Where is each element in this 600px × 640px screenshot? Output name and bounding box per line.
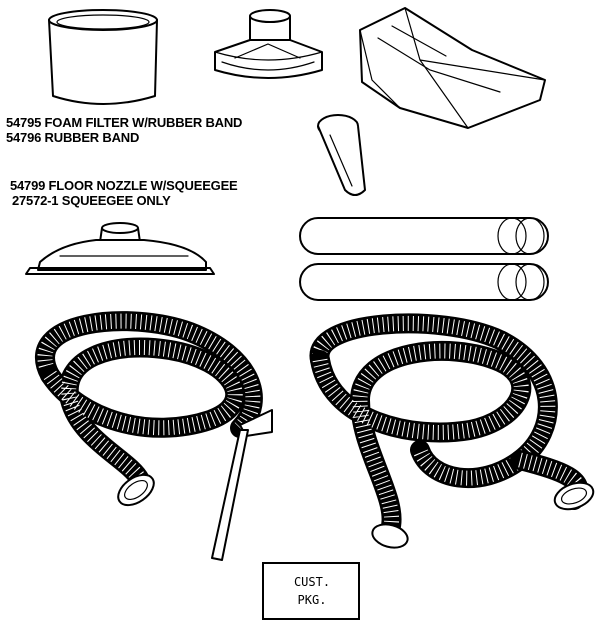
label-foam-filter: 54795 FOAM FILTER W/RUBBER BAND [6,115,243,130]
extension-wand-bottom [299,263,549,301]
foam-filter-drawing [48,9,158,105]
label-floor-nozzle: 54799 FLOOR NOZZLE W/SQUEEGEE [10,178,238,193]
stamp-text-line1: CUST. [293,575,331,589]
utility-nozzle-drawing [214,9,323,79]
floor-nozzle-drawing [25,222,215,275]
hose-left-drawing [35,311,273,561]
cust-pkg-box [262,562,360,620]
label-squeegee: 27572-1 SQUEEGEE ONLY [12,193,171,208]
hose-right-drawing [309,313,595,549]
label-rubber-band: 54796 RUBBER BAND [6,130,140,145]
extension-wand-top [299,217,549,255]
crevice-tool-drawing [317,114,366,196]
wedge-nozzle-drawing [359,7,546,129]
stamp-text-line2: PKG. [297,593,327,607]
